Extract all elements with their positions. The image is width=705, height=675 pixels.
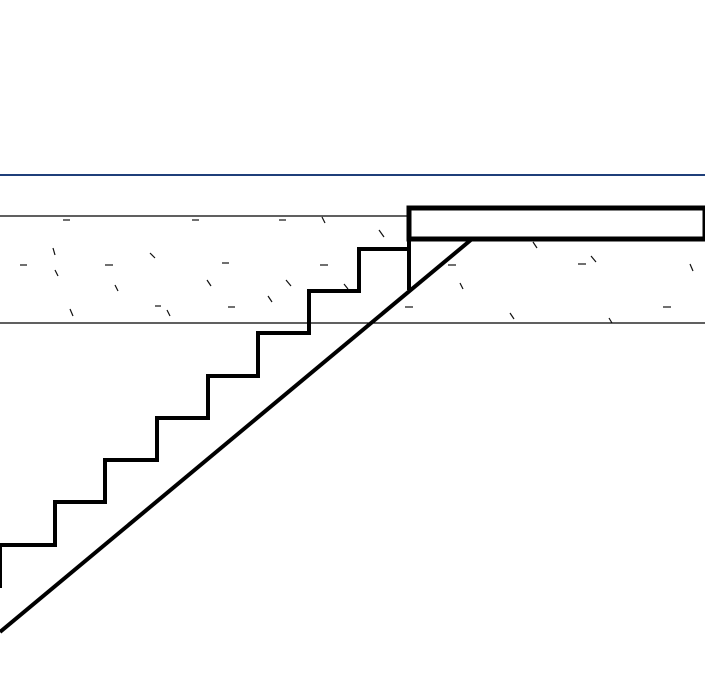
hatch-mark <box>52 247 56 256</box>
hatch-mark <box>532 241 538 249</box>
hatch-mark <box>54 269 59 277</box>
hatch-mark <box>69 308 74 317</box>
hatch-mark <box>459 282 464 290</box>
hatch-mark <box>206 279 212 287</box>
hatch-mark <box>166 309 171 317</box>
hatch-mark <box>149 252 156 259</box>
hatch-mark <box>509 312 515 320</box>
stair-soffit-line <box>0 237 474 634</box>
stair-step-profile <box>0 247 409 588</box>
hatch-mark <box>267 295 273 303</box>
hatch-mark <box>689 263 694 272</box>
hatch-mark <box>590 255 597 263</box>
hatch-mark <box>321 216 326 224</box>
hatch-mark <box>608 317 613 324</box>
hatch-mark <box>285 279 292 287</box>
hatch-mark <box>378 229 385 238</box>
concrete-hatch <box>20 216 694 324</box>
hatch-mark <box>343 283 349 290</box>
landing-slab <box>406 205 705 242</box>
hatch-mark <box>114 284 119 292</box>
